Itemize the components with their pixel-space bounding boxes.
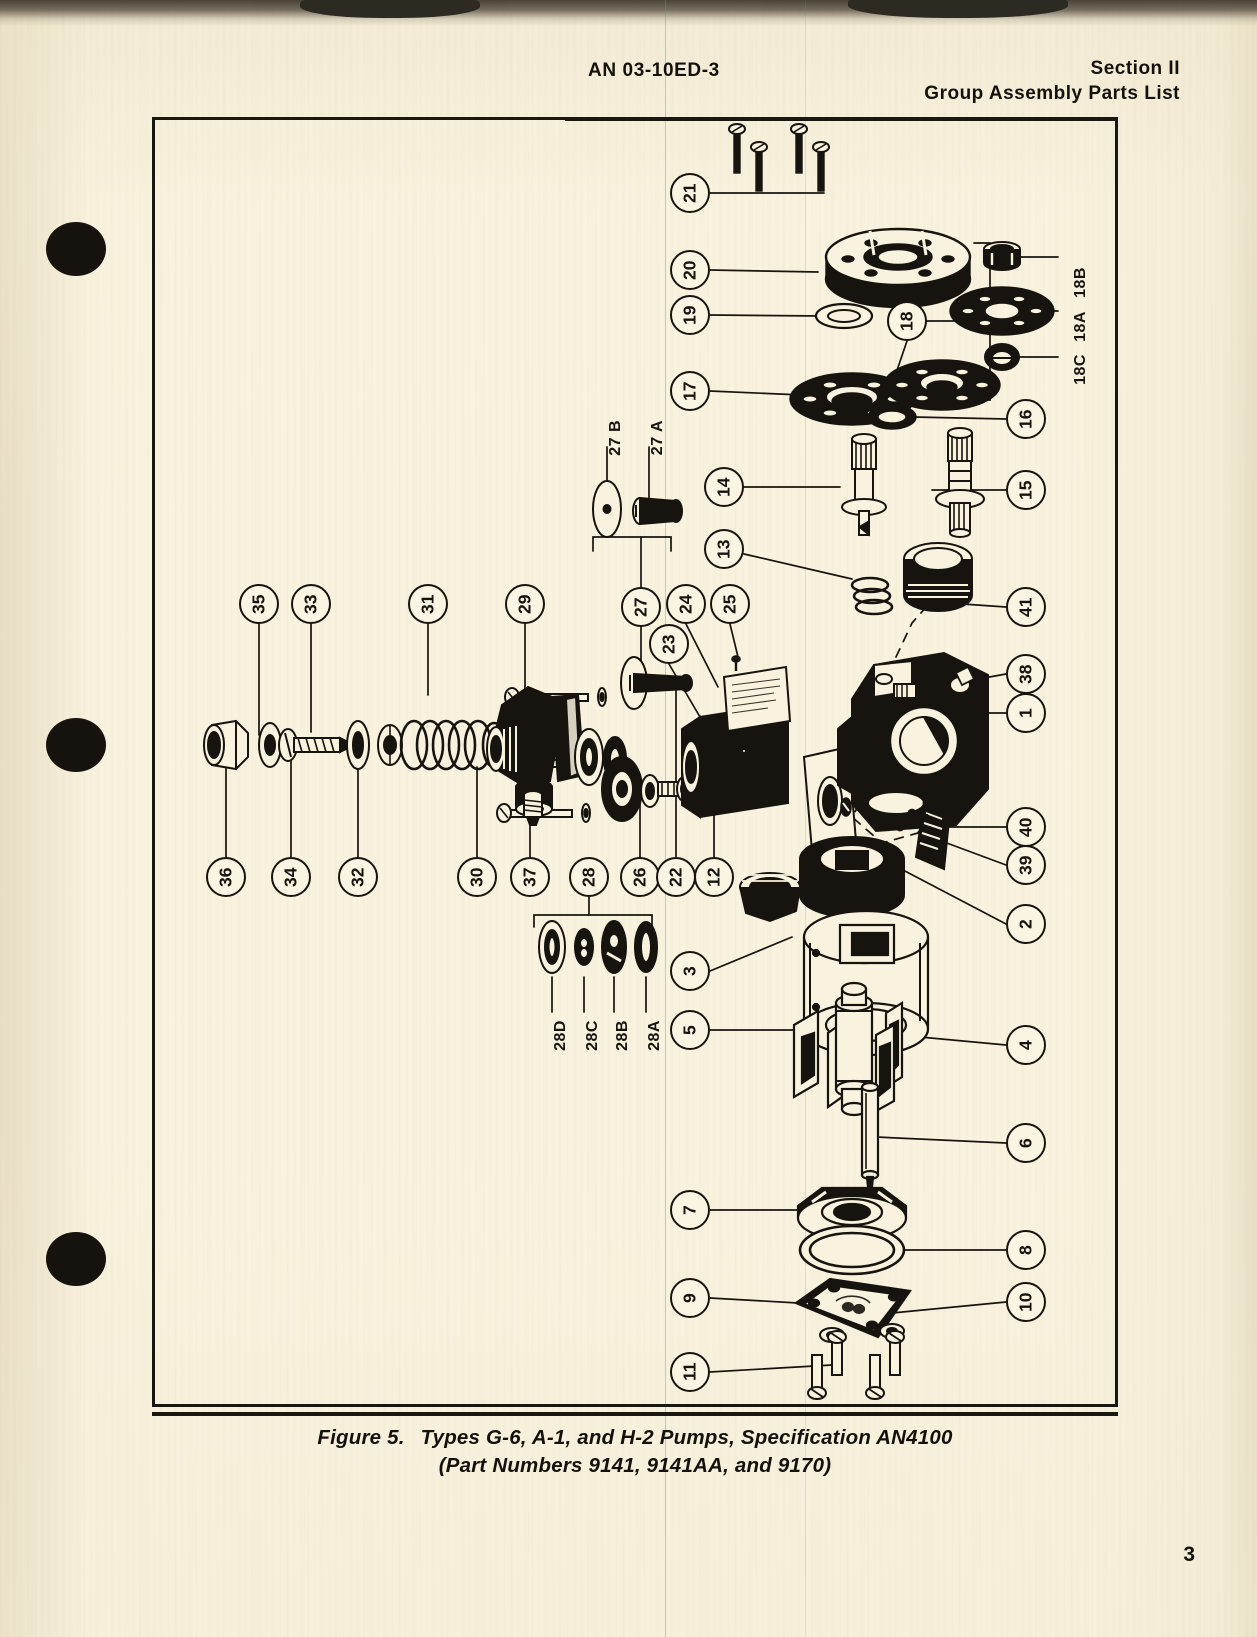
punch-hole-middle <box>46 718 106 772</box>
callout-40: 40 <box>1006 807 1046 847</box>
callout-24: 24 <box>666 584 706 624</box>
callout-26: 26 <box>620 857 660 897</box>
header-subsection-line: Group Assembly Parts List <box>924 83 1180 105</box>
callout-8: 8 <box>1006 1230 1046 1270</box>
callout-29: 29 <box>505 584 545 624</box>
callout-4: 4 <box>1006 1025 1046 1065</box>
callout-16: 16 <box>1006 399 1046 439</box>
sublabel-18B: 18B <box>1072 267 1089 298</box>
callout-31: 31 <box>408 584 448 624</box>
callout-1: 1 <box>1006 693 1046 733</box>
page-number: 3 <box>1183 1543 1195 1566</box>
punch-hole-bottom <box>46 1232 106 1286</box>
figure-title: Types G-6, A-1, and H-2 Pumps, Specifica… <box>420 1426 953 1449</box>
callout-5: 5 <box>670 1010 710 1050</box>
sublabel-28A: 28A <box>646 1020 663 1051</box>
caption-second-line: (Part Numbers 9141, 9141AA, and 9170) <box>438 1454 832 1478</box>
callout-37: 37 <box>510 857 550 897</box>
callout-27: 27 <box>621 587 661 627</box>
sublabel-28B: 28B <box>614 1020 631 1051</box>
callout-7: 7 <box>670 1190 710 1230</box>
callout-38: 38 <box>1006 654 1046 694</box>
scan-fold-line-secondary <box>805 0 806 1637</box>
callout-34: 34 <box>271 857 311 897</box>
callout-23: 23 <box>649 624 689 664</box>
callout-9: 9 <box>670 1278 710 1318</box>
header-section-line: Section II <box>1090 58 1180 79</box>
figure-border <box>152 117 1118 1407</box>
sublabel-27B: 27 B <box>607 420 624 456</box>
callout-3: 3 <box>670 951 710 991</box>
callout-10: 10 <box>1006 1282 1046 1322</box>
part-artwork-layer <box>203 123 1055 1400</box>
callout-39: 39 <box>1006 845 1046 885</box>
figure-caption: Figure 5. Types G-6, A-1, and H-2 Pumps, … <box>152 1424 1118 1481</box>
page-top-dark-edge <box>0 0 1257 26</box>
sublabel-28D: 28D <box>552 1020 569 1051</box>
caption-rule <box>152 1412 1118 1416</box>
sublabel-28C: 28C <box>584 1020 601 1051</box>
punch-hole-top <box>46 222 106 276</box>
callout-2: 2 <box>1006 904 1046 944</box>
callout-25: 25 <box>710 584 750 624</box>
header-document-number: AN 03-10ED-3 <box>588 60 720 81</box>
caption-first-line: Figure 5. Types G-6, A-1, and H-2 Pumps, … <box>152 1424 1118 1452</box>
callout-33: 33 <box>291 584 331 624</box>
callout-22: 22 <box>656 857 696 897</box>
sublabel-18A: 18A <box>1072 311 1089 342</box>
callout-20: 20 <box>670 250 710 290</box>
callout-35: 35 <box>239 584 279 624</box>
figure-number: Figure 5. <box>317 1426 405 1449</box>
callout-28: 28 <box>569 857 609 897</box>
callout-6: 6 <box>1006 1123 1046 1163</box>
scan-fold-line <box>665 0 666 1637</box>
callout-41: 41 <box>1006 587 1046 627</box>
callout-32: 32 <box>338 857 378 897</box>
callout-21: 21 <box>670 173 710 213</box>
callout-13: 13 <box>704 529 744 569</box>
header-section-block: Section II Group Assembly Parts List <box>924 56 1180 106</box>
callout-30: 30 <box>457 857 497 897</box>
callout-11: 11 <box>670 1352 710 1392</box>
callout-17: 17 <box>670 371 710 411</box>
callout-14: 14 <box>704 467 744 507</box>
callout-12: 12 <box>694 857 734 897</box>
callout-36: 36 <box>206 857 246 897</box>
callout-15: 15 <box>1006 470 1046 510</box>
callout-18: 18 <box>887 301 927 341</box>
sublabel-27A: 27 A <box>649 420 666 456</box>
sublabel-18C: 18C <box>1072 354 1089 385</box>
callout-19: 19 <box>670 295 710 335</box>
